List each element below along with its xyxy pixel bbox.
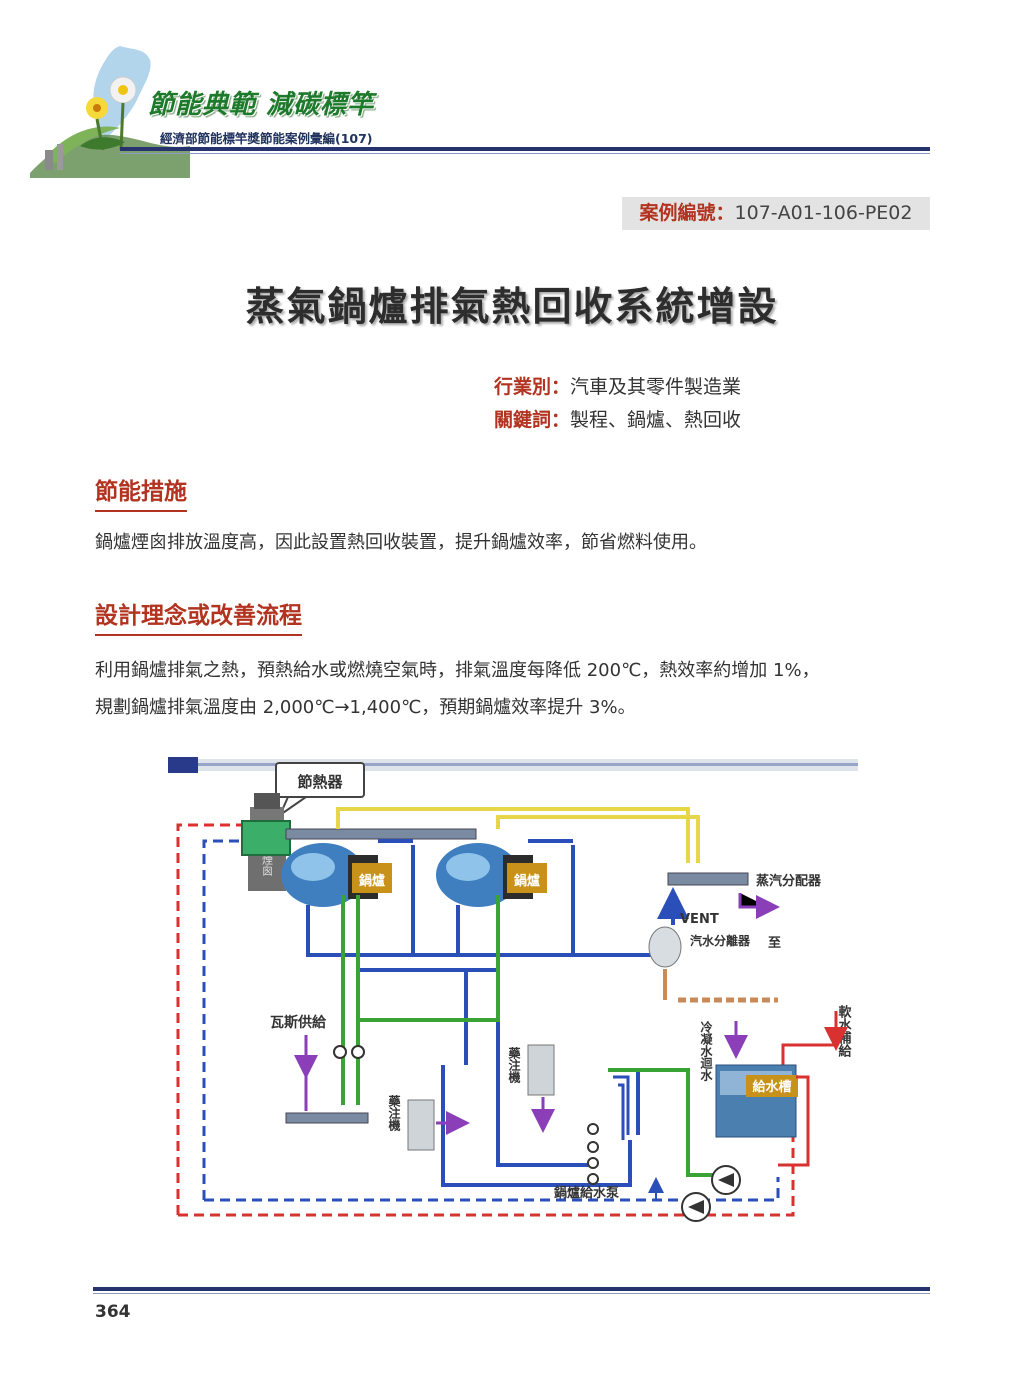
- brand-subtitle: 經濟部節能標竿獎節能案例彙編(107): [160, 131, 373, 146]
- feed-water-tank: 給水槽: [715, 1064, 798, 1138]
- footer-divider: [93, 1287, 930, 1291]
- boiler-1-label: 鍋爐: [359, 873, 385, 889]
- to-label: 至: [768, 936, 781, 951]
- boiler-heat-recovery-diagram: 節熱器 煙囪 鍋爐 鍋爐: [168, 757, 858, 1222]
- feed-pump-label: 鍋爐給水泵: [554, 1185, 619, 1201]
- economizer-label: 節熱器: [297, 773, 343, 791]
- chem-injector-2-label: 藥注機: [507, 1046, 521, 1084]
- boiler-2: 鍋爐: [436, 843, 547, 907]
- design-paragraph-line-1: 利用鍋爐排氣之熱，預熱給水或燃燒空氣時，排氣溫度每降低 200℃，熱效率約增加 …: [95, 660, 820, 681]
- page-title: 蒸氣鍋爐排氣熱回收系統增設: [245, 285, 779, 330]
- boiler-2-label: 鍋爐: [514, 873, 540, 889]
- header-divider-thin: [120, 153, 930, 154]
- keywords-value: 製程、鍋爐、熱回收: [570, 409, 742, 431]
- design-paragraph-line-2: 規劃鍋爐排氣溫度由 2,000℃→1,400℃，預期鍋爐效率提升 3%。: [95, 697, 636, 718]
- section-heading-measures: 節能措施: [95, 472, 187, 512]
- measures-paragraph: 鍋爐煙囪排放溫度高，因此設置熱回收裝置，提升鍋爐效率，節省燃料使用。: [95, 532, 707, 553]
- keywords-row: 關鍵詞：製程、鍋爐、熱回收: [494, 405, 741, 432]
- industry-value: 汽車及其零件製造業: [570, 376, 742, 398]
- logo-emblem: [30, 46, 190, 178]
- header-divider: [120, 147, 930, 151]
- case-number-value: 107-A01-106-PE02: [734, 202, 913, 224]
- chem-injector-1-label: 藥注機: [387, 1094, 401, 1132]
- brand-title: 節能典範 減碳標竿: [148, 90, 375, 120]
- page-number: 364: [95, 1302, 131, 1322]
- case-number-box: 案例編號：107-A01-106-PE02: [622, 197, 930, 230]
- industry-row: 行業別：汽車及其零件製造業: [494, 372, 741, 399]
- footer-divider-thin: [93, 1293, 930, 1294]
- condensate-label: 冷凝水迴水: [699, 1020, 713, 1082]
- boiler-1: 鍋爐: [281, 843, 392, 907]
- gas-supply-label: 瓦斯供給: [270, 1014, 327, 1031]
- steam-header-label: 蒸汽分配器: [756, 873, 822, 889]
- separator-label: 汽水分離器: [690, 933, 751, 948]
- case-number-label: 案例編號：: [639, 202, 735, 224]
- soft-water-label: 軟水補給: [836, 1004, 853, 1058]
- vent-label: VENT: [680, 912, 719, 927]
- feed-tank-label: 給水槽: [752, 1079, 791, 1095]
- industry-label: 行業別：: [494, 376, 571, 398]
- section-heading-design: 設計理念或改善流程: [95, 596, 302, 636]
- chimney-label: 煙囪: [261, 854, 274, 876]
- keywords-label: 關鍵詞：: [494, 409, 571, 431]
- economizer-callout: 節熱器: [275, 762, 365, 818]
